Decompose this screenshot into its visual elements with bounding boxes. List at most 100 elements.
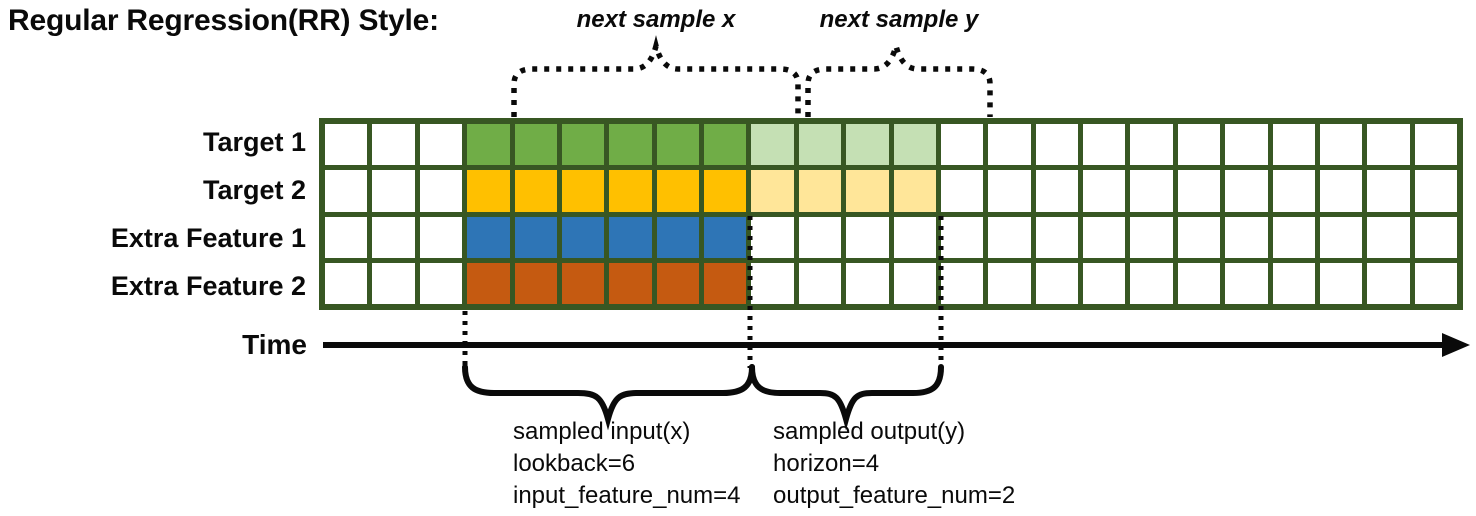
grid-cell bbox=[325, 262, 368, 304]
next-sample-x-brace bbox=[511, 35, 801, 117]
grid-cell bbox=[893, 170, 936, 212]
grid-cell bbox=[1319, 216, 1363, 258]
grid-cell bbox=[988, 262, 1031, 304]
grid-cell bbox=[1319, 262, 1363, 304]
grid-cell bbox=[1367, 124, 1410, 166]
grid-cell bbox=[514, 216, 557, 258]
grid-cell bbox=[1083, 170, 1126, 212]
sampled-input-note: sampled input(x) lookback=6 input_featur… bbox=[513, 416, 741, 512]
grid-cell bbox=[561, 262, 605, 304]
next-sample-y-brace bbox=[805, 35, 993, 117]
grid-cell bbox=[1272, 124, 1315, 166]
row-label-extra-feature-1: Extra Feature 1 bbox=[110, 223, 306, 253]
grid-cell bbox=[751, 170, 794, 212]
grid-cell bbox=[1177, 124, 1221, 166]
grid-cell bbox=[656, 124, 699, 166]
grid-cell bbox=[1414, 124, 1457, 166]
grid-cell bbox=[419, 124, 463, 166]
grid-cell bbox=[1177, 216, 1221, 258]
grid-cell bbox=[1083, 216, 1126, 258]
grid-cell bbox=[656, 170, 699, 212]
grid-cell bbox=[988, 216, 1031, 258]
grid-cell bbox=[372, 216, 415, 258]
grid-cell bbox=[419, 170, 463, 212]
grid-cell bbox=[798, 262, 842, 304]
grid-cell bbox=[609, 216, 652, 258]
grid-cell bbox=[893, 216, 936, 258]
grid-cell bbox=[656, 262, 699, 304]
grid-cell bbox=[1083, 262, 1126, 304]
grid-cell bbox=[325, 216, 368, 258]
grid-cell bbox=[325, 170, 368, 212]
grid-cell bbox=[467, 216, 510, 258]
grid-cell bbox=[1177, 170, 1221, 212]
grid-cell bbox=[372, 124, 415, 166]
grid-cell bbox=[656, 216, 699, 258]
grid-cell bbox=[372, 170, 415, 212]
grid-cell bbox=[514, 170, 557, 212]
grid-cell bbox=[1083, 124, 1126, 166]
grid-cell bbox=[893, 124, 936, 166]
grid-cell bbox=[940, 124, 984, 166]
grid-cell bbox=[1130, 170, 1173, 212]
grid-cell bbox=[1272, 170, 1315, 212]
grid-cell bbox=[1225, 262, 1268, 304]
grid-cell bbox=[561, 216, 605, 258]
time-axis-label: Time bbox=[242, 329, 307, 360]
row-label-extra-feature-2: Extra Feature 2 bbox=[110, 271, 306, 301]
sampled-output-title: sampled output(y) bbox=[773, 418, 966, 445]
grid-cell bbox=[1367, 262, 1410, 304]
grid-cell bbox=[514, 262, 557, 304]
grid-cell bbox=[1177, 262, 1221, 304]
grid-cell bbox=[1035, 216, 1078, 258]
grid-cell bbox=[1367, 216, 1410, 258]
grid-cell bbox=[467, 124, 510, 166]
grid-cell bbox=[467, 262, 510, 304]
grid-cell bbox=[1225, 216, 1268, 258]
grid-cell bbox=[988, 124, 1031, 166]
grid-cell bbox=[1130, 262, 1173, 304]
grid-cell bbox=[1130, 124, 1173, 166]
grid-cell bbox=[798, 170, 842, 212]
sampled-input-brace bbox=[462, 364, 755, 431]
grid-cell bbox=[609, 170, 652, 212]
grid-cell bbox=[325, 124, 368, 166]
grid-cell bbox=[1319, 124, 1363, 166]
grid-cell bbox=[1225, 170, 1268, 212]
grid-cell bbox=[1414, 170, 1457, 212]
grid-cell bbox=[1035, 124, 1078, 166]
grid-cell bbox=[1225, 124, 1268, 166]
grid-cell bbox=[1367, 170, 1410, 212]
grid-cell bbox=[846, 170, 889, 212]
grid-cell bbox=[467, 170, 510, 212]
grid-cell bbox=[704, 124, 747, 166]
grid-cell bbox=[372, 262, 415, 304]
output-feature-num-value: output_feature_num=2 bbox=[773, 482, 1016, 509]
lookback-value: lookback=6 bbox=[513, 450, 636, 477]
grid-cell bbox=[988, 170, 1031, 212]
grid-cell bbox=[893, 262, 936, 304]
grid-cell bbox=[751, 216, 794, 258]
grid-cell bbox=[704, 262, 747, 304]
grid-cell bbox=[846, 216, 889, 258]
grid-cell bbox=[1272, 262, 1315, 304]
sampled-output-brace bbox=[749, 364, 944, 431]
time-axis-arrowhead bbox=[1442, 333, 1470, 357]
grid-cell bbox=[704, 170, 747, 212]
grid-cell bbox=[419, 216, 463, 258]
grid-cell bbox=[751, 124, 794, 166]
row-label-target-2: Target 2 bbox=[202, 175, 306, 205]
grid-cell bbox=[561, 124, 605, 166]
next-sample-x-label: next sample x bbox=[576, 6, 736, 33]
horizon-value: horizon=4 bbox=[773, 450, 880, 477]
grid-cell bbox=[798, 216, 842, 258]
grid-cell bbox=[1414, 216, 1457, 258]
grid-cell bbox=[514, 124, 557, 166]
grid-cell bbox=[704, 216, 747, 258]
sampled-input-title: sampled input(x) bbox=[513, 418, 691, 445]
grid-cell bbox=[561, 170, 605, 212]
grid-cell bbox=[1319, 170, 1363, 212]
grid-cell bbox=[609, 124, 652, 166]
sample-grid bbox=[319, 118, 1463, 310]
